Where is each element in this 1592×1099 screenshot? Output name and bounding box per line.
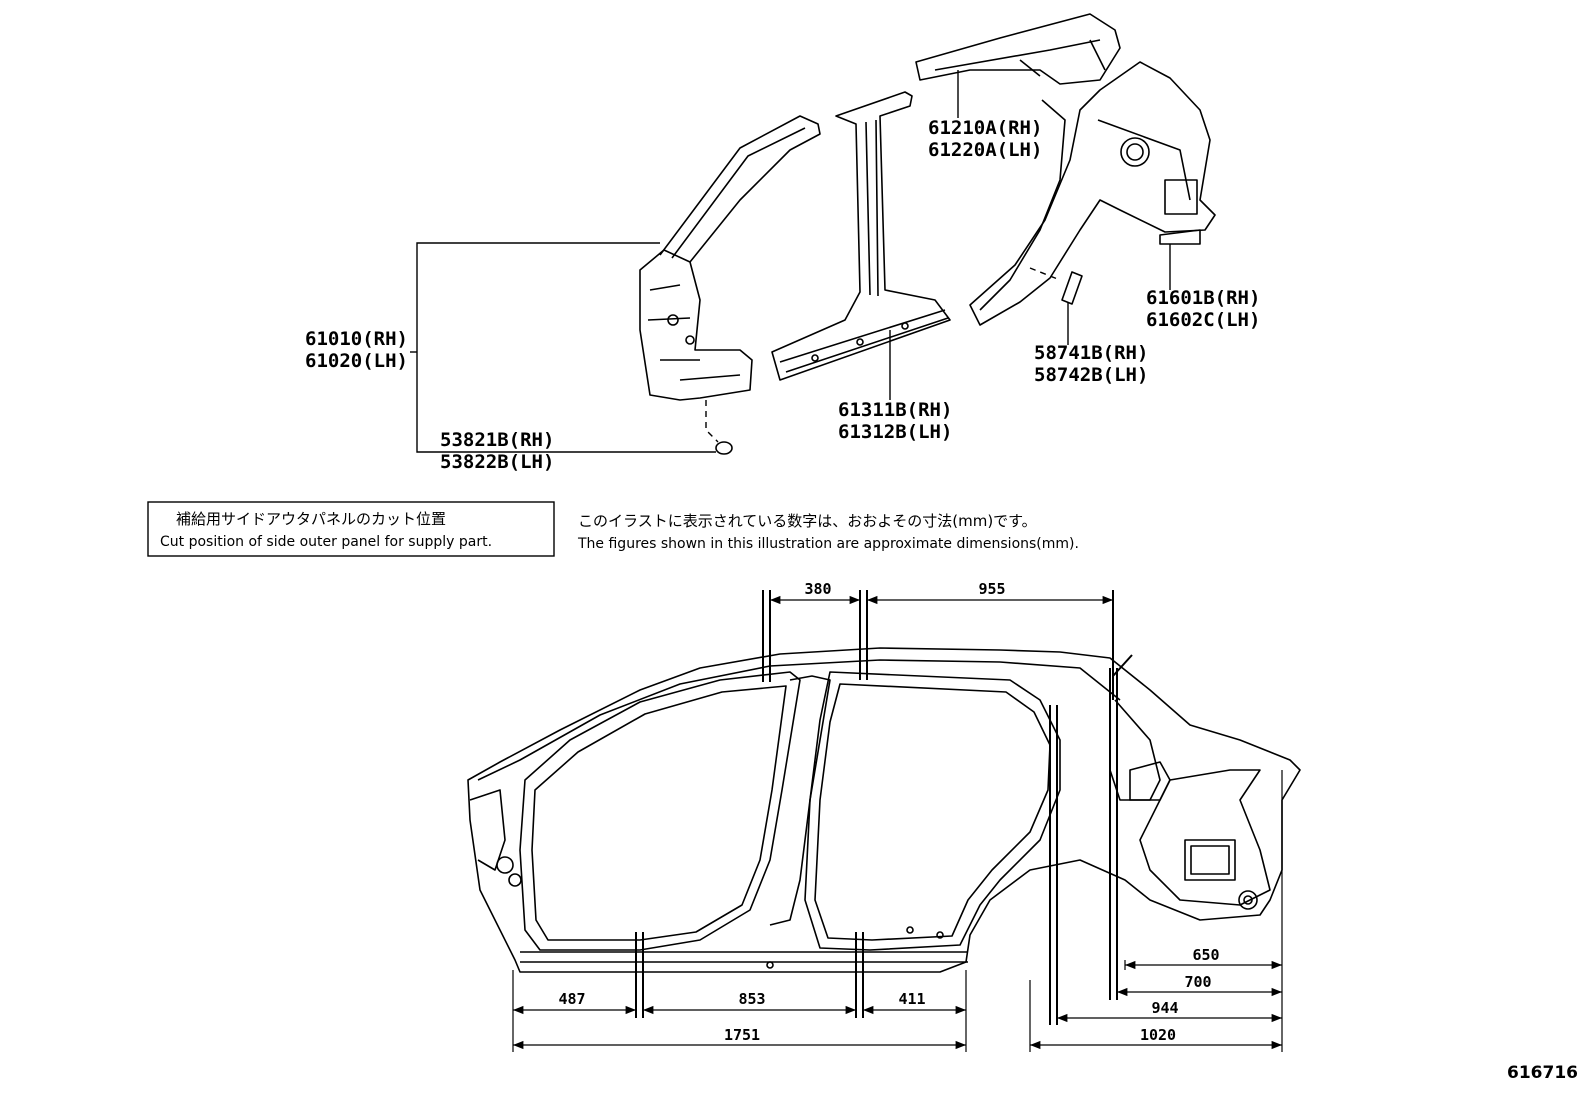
roof-rail-label-lh: 61220A(LH) bbox=[928, 139, 1042, 161]
quarter-seal-part bbox=[1061, 271, 1083, 305]
dimension-arrows bbox=[513, 595, 1282, 1050]
note-ja: このイラストに表示されている数字は、おおよその寸法(mm)です。 bbox=[578, 512, 1037, 530]
dim-853: 853 bbox=[738, 990, 765, 1008]
quarter-panel-label-rh: 61601B(RH) bbox=[1146, 287, 1260, 309]
cut-lines bbox=[635, 590, 1133, 1025]
rocker-label-rh: 61311B(RH) bbox=[838, 399, 952, 421]
cut-position-legend: 補給用サイドアウタパネルのカット位置 Cut position of side … bbox=[147, 501, 555, 557]
front-pillar-label-rh: 61010(RH) bbox=[305, 328, 408, 350]
note-en: The figures shown in this illustration a… bbox=[577, 536, 1079, 552]
center-pillar-rocker-part bbox=[771, 91, 951, 381]
dim-1020: 1020 bbox=[1140, 1026, 1176, 1044]
quarter-seal-label-lh: 58742B(LH) bbox=[1034, 364, 1148, 386]
dim-955: 955 bbox=[978, 580, 1005, 598]
legend-title-ja: 補給用サイドアウタパネルのカット位置 bbox=[176, 510, 446, 528]
side-outer-panel bbox=[467, 647, 1301, 973]
roof-side-rail-part bbox=[915, 13, 1121, 85]
dim-700: 700 bbox=[1184, 973, 1211, 991]
dim-944: 944 bbox=[1151, 999, 1178, 1017]
clip-part bbox=[715, 441, 733, 455]
quarter-seal-label-rh: 58741B(RH) bbox=[1034, 342, 1148, 364]
dim-380: 380 bbox=[804, 580, 831, 598]
dim-487: 487 bbox=[558, 990, 585, 1008]
rocker-label-lh: 61312B(LH) bbox=[838, 421, 952, 443]
dim-1751: 1751 bbox=[724, 1026, 760, 1044]
front-pillar-part bbox=[639, 115, 821, 401]
clip-label-rh: 53821B(RH) bbox=[440, 429, 554, 451]
legend-title-en: Cut position of side outer panel for sup… bbox=[160, 534, 492, 550]
dim-650: 650 bbox=[1192, 946, 1219, 964]
quarter-panel-part bbox=[969, 61, 1216, 326]
front-pillar-label-lh: 61020(LH) bbox=[305, 350, 408, 372]
figure-number: 616716 bbox=[1507, 1063, 1578, 1083]
quarter-panel-label-lh: 61602C(LH) bbox=[1146, 309, 1260, 331]
clip-label-lh: 53822B(LH) bbox=[440, 451, 554, 473]
dim-411: 411 bbox=[898, 990, 925, 1008]
roof-rail-label-rh: 61210A(RH) bbox=[928, 117, 1042, 139]
